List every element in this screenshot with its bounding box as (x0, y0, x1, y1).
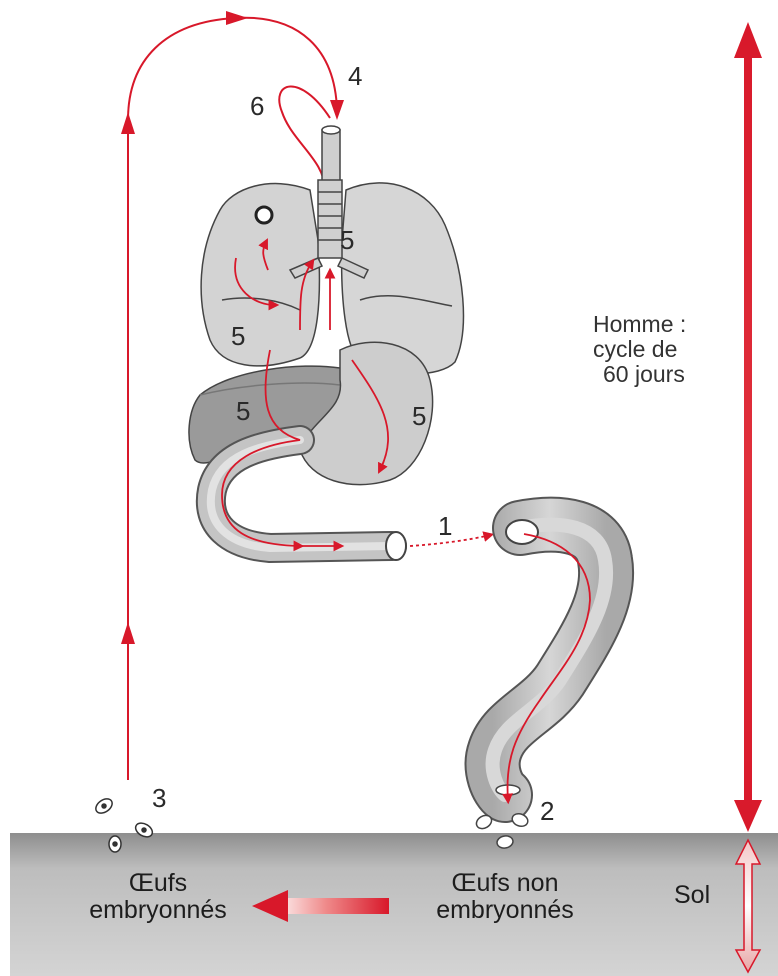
human-line-2: cycle de (593, 337, 686, 362)
human-cycle-arrow (734, 22, 762, 832)
step-1-label: 1 (438, 512, 452, 540)
human-line-1: Homme : (593, 312, 686, 337)
non-embryonated-eggs-label: Œufs non embryonnés (410, 870, 600, 924)
path-arrowhead (121, 622, 135, 644)
step-3-label: 3 (152, 784, 166, 812)
step-4-label: 4 (348, 62, 362, 90)
path-arrowhead (226, 11, 248, 25)
non-embryonated-line-2: embryonnés (410, 897, 600, 924)
colon (493, 520, 607, 795)
step-5-label: 5 (340, 226, 354, 254)
non-embryonated-line-1: Œufs non (410, 870, 600, 897)
step-6-label: 6 (250, 92, 264, 120)
lung-lesion (256, 207, 272, 223)
soil-label: Sol (674, 882, 710, 909)
embryonated-line-2: embryonnés (78, 897, 238, 924)
path-arrowhead (121, 112, 135, 134)
step-5-label: 5 (231, 322, 245, 350)
path-arrowhead (330, 100, 344, 120)
step-5-label: 5 (412, 402, 426, 430)
human-line-3: 60 jours (593, 362, 686, 387)
step-2-label: 2 (540, 797, 554, 825)
step-5-label: 5 (236, 397, 250, 425)
human-cycle-label: Homme : cycle de 60 jours (593, 312, 686, 386)
embryonated-line-1: Œufs (78, 870, 238, 897)
embryonated-eggs-label: Œufs embryonnés (78, 870, 238, 924)
